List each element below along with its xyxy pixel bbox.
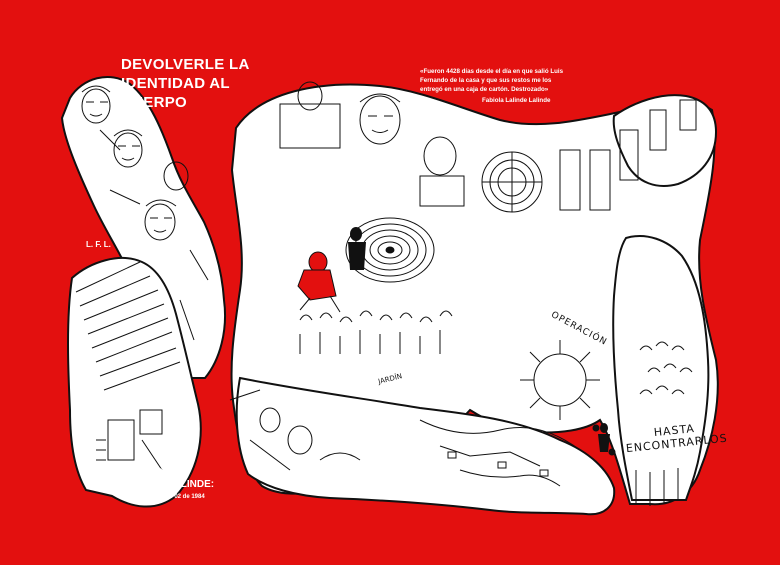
initials-label-fl: F. L.	[121, 103, 137, 112]
casa-date: Medellín octubre 02 de 1984	[125, 494, 205, 500]
main-title-line-1: DEVOLVERLE LA	[121, 56, 250, 73]
days-unit: días	[601, 242, 616, 249]
scene-desk	[279, 103, 341, 149]
quote-author: Fabiola Lalinde Lalinde	[482, 97, 551, 104]
fingers	[635, 468, 679, 506]
house-door	[107, 419, 135, 461]
right-head	[612, 94, 718, 187]
face-3	[144, 203, 176, 241]
location-vereda: VEREDA VERDÚN	[395, 481, 482, 492]
face-4	[163, 161, 189, 191]
letter-blocks	[559, 99, 697, 211]
left-upper-figure	[60, 75, 226, 379]
right-forearm	[612, 235, 710, 501]
ink-details	[75, 81, 697, 506]
face-center	[359, 95, 401, 145]
vereda-date: 19 de mayo de 1992	[395, 495, 452, 501]
quote-text: «Fueron 4428 días desde el día en que sa…	[420, 68, 564, 93]
main-title-line-2: IDENTIDAD AL CUERPO	[121, 75, 230, 111]
casa-line-2: FAMILIA LALINDE:	[125, 479, 215, 490]
maze	[481, 151, 543, 213]
casa-line-1: CASA DE LA	[125, 467, 186, 478]
initials-label-lfl: L. F. L.	[86, 240, 111, 249]
spiral	[345, 217, 435, 283]
map-lines	[419, 419, 581, 487]
roof-lines	[75, 261, 181, 391]
location-casa: CASA DE LA FAMILIA LALINDE:	[125, 467, 245, 491]
face-2	[113, 132, 143, 168]
body-silhouettes	[60, 75, 719, 516]
main-title: DEVOLVERLE LA IDENTIDAD AL CUERPO	[121, 55, 281, 112]
flower-burst	[520, 340, 600, 420]
face-1	[81, 88, 111, 124]
house-figure	[67, 257, 202, 508]
red-figure	[297, 251, 341, 313]
lower-arm	[235, 376, 616, 516]
days-number: 4428	[574, 238, 599, 250]
days-counter: 4428 días	[574, 238, 616, 250]
silhouette-figure	[348, 227, 610, 452]
crowd	[299, 310, 453, 323]
